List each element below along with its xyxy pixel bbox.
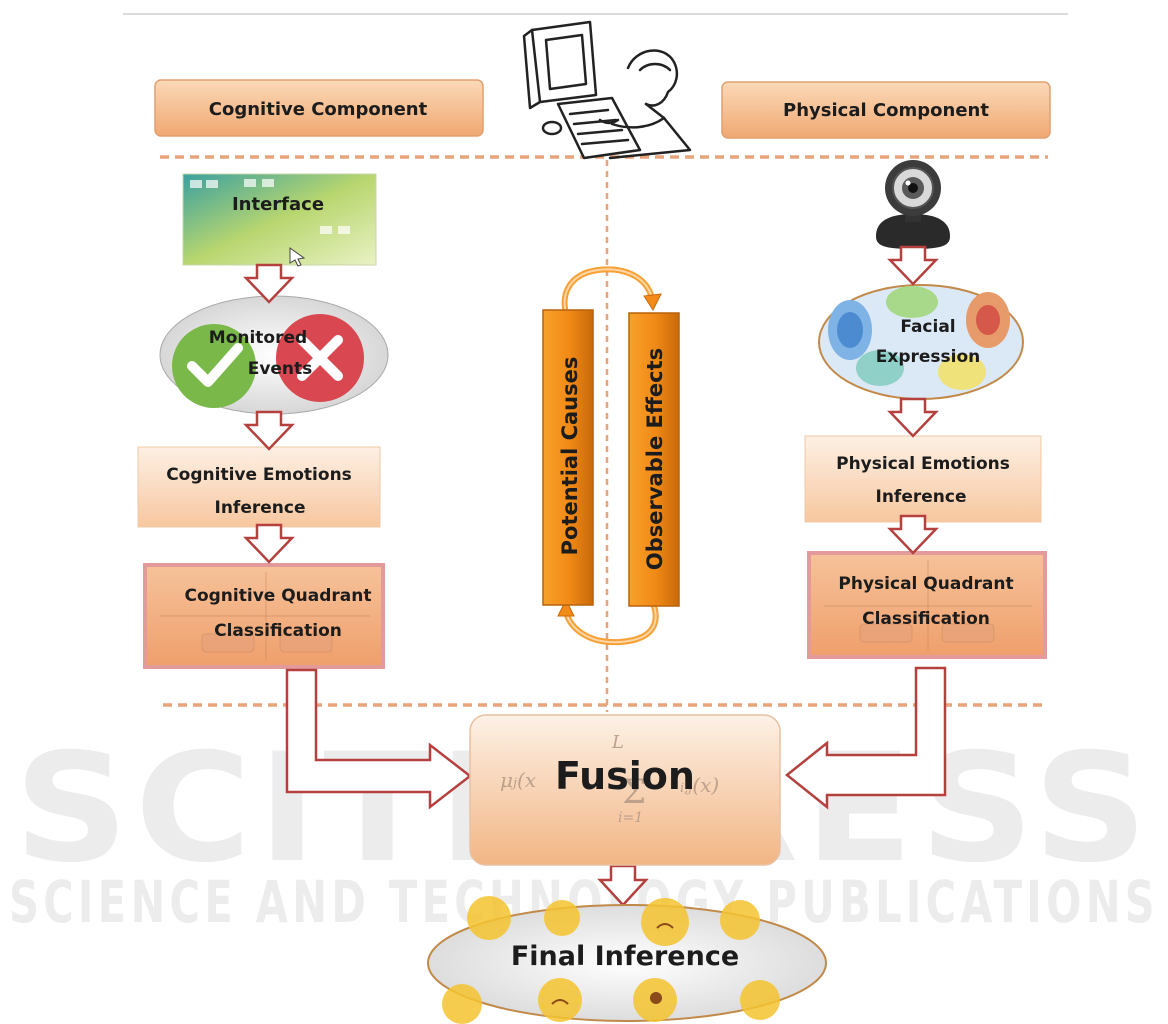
potential-causes-label: Potential Causes <box>558 357 582 556</box>
arrow-events-to-inference <box>243 410 295 451</box>
monitored-events-node: Monitored Events <box>159 295 389 415</box>
observable-effects-bar: Observable Effects <box>628 312 680 607</box>
svg-text:L: L <box>611 732 624 753</box>
arrow-inference-to-quadrant-right <box>887 514 939 555</box>
physical-quadrant-line1: Physical Quadrant <box>838 574 1013 594</box>
physical-quadrant-box: Physical Quadrant Classification <box>807 551 1047 659</box>
final-inference-node: Final Inference <box>427 896 827 1024</box>
arrow-webcam-to-facial <box>887 245 939 286</box>
webcam-icon <box>876 160 950 249</box>
cognitive-inference-line2: Inference <box>215 498 306 518</box>
svg-text:μj(x: μj(x <box>500 768 536 792</box>
fusion-label: Fusion <box>555 754 695 798</box>
physical-inference-line2: Inference <box>876 487 967 507</box>
facial-expression-line1: Facial <box>900 317 955 337</box>
facial-map-icon <box>828 286 1010 390</box>
potential-causes-bar: Potential Causes <box>542 309 594 606</box>
cognitive-quadrant-line1: Cognitive Quadrant <box>184 586 371 606</box>
cycle-arrows <box>557 266 662 646</box>
fusion-formula-decoration: μj(x L Σ i=1 i,j(x) <box>500 732 719 826</box>
svg-text:i=1: i=1 <box>618 810 643 826</box>
physical-inference-line1: Physical Emotions <box>836 454 1010 474</box>
check-icon <box>172 324 256 408</box>
cross-icon <box>276 314 364 402</box>
fusion-box: μj(x L Σ i=1 i,j(x) Fusion <box>469 714 781 866</box>
arrow-interface-to-events <box>243 263 295 304</box>
facial-expression-node: Facial Expression <box>818 284 1024 400</box>
facial-expression-line2: Expression <box>876 347 981 367</box>
monitored-events-line1: Monitored <box>209 328 307 348</box>
computer-user-icon <box>522 20 692 160</box>
cognitive-quadrant-box: Cognitive Quadrant Classification <box>143 563 385 669</box>
physical-component-label: Physical Component <box>783 100 989 121</box>
flow-arrows <box>243 245 947 907</box>
svg-text:Σ: Σ <box>622 772 646 812</box>
cognitive-component-label: Cognitive Component <box>209 99 428 120</box>
cognitive-inference-line1: Cognitive Emotions <box>166 465 352 485</box>
interface-panel: Interface <box>182 173 377 267</box>
physical-component-header: Physical Component <box>721 81 1051 139</box>
interface-label: Interface <box>232 194 324 215</box>
arrow-physical-to-fusion <box>784 666 947 810</box>
observable-effects-label: Observable Effects <box>643 348 667 570</box>
arrow-facial-to-inference <box>887 397 939 438</box>
cognitive-emotions-inference-box: Cognitive Emotions Inference <box>137 446 381 528</box>
physical-emotions-inference-box: Physical Emotions Inference <box>804 435 1042 523</box>
monitored-events-line2: Events <box>248 359 313 379</box>
physical-quadrant-line2: Classification <box>862 609 990 629</box>
cognitive-component-header: Cognitive Component <box>154 79 484 137</box>
emoji-faces-icon <box>442 896 780 1024</box>
final-inference-label: Final Inference <box>511 941 739 972</box>
arrow-cognitive-to-fusion <box>285 668 473 810</box>
cognitive-quadrant-line2: Classification <box>214 621 342 641</box>
arrow-inference-to-quadrant <box>243 523 295 564</box>
arrow-fusion-to-final <box>597 864 649 907</box>
